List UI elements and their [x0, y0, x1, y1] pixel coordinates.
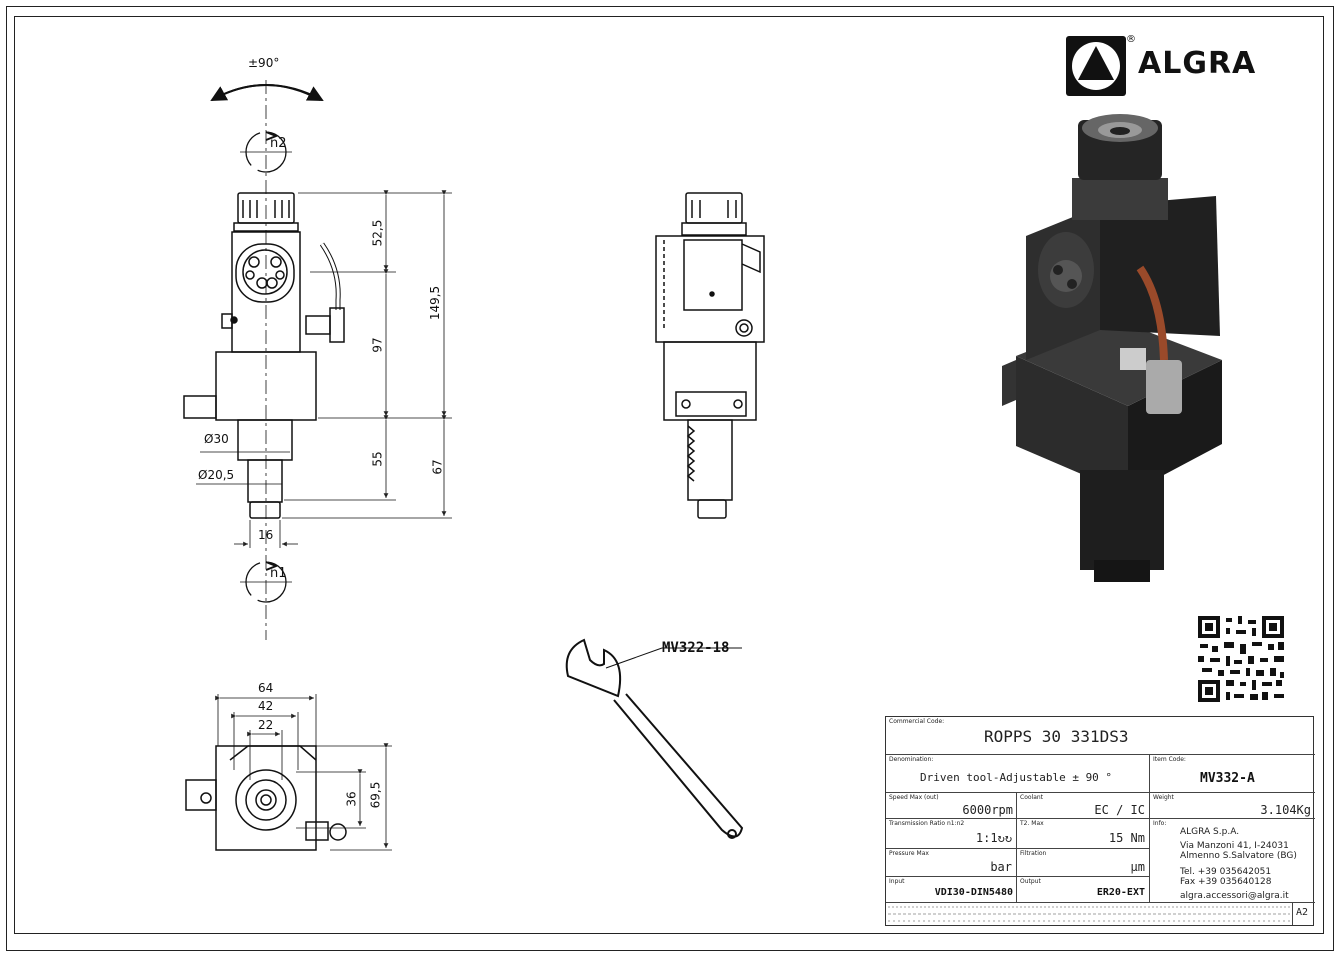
- brand-name: ALGRA: [1138, 46, 1257, 81]
- filtration-label: Filtration: [1020, 850, 1047, 857]
- dim-67: 67: [430, 459, 445, 475]
- output-label: Output: [1020, 878, 1041, 885]
- ratio-cell: Transmission Ratio n1:n2 1:1↻↻: [886, 819, 1017, 849]
- dim-69-5: 69,5: [368, 781, 383, 809]
- weight-label: Weight: [1153, 794, 1174, 801]
- wrench-label: MV322-18: [662, 640, 730, 656]
- registered-mark: ®: [1126, 34, 1136, 45]
- ratio-value: 1:1↻↻: [975, 831, 1012, 845]
- dim-55: 55: [370, 451, 385, 467]
- sheet-size-cell: A2: [1292, 903, 1315, 925]
- denomination-label: Denomination:: [889, 756, 934, 763]
- input-cell: Input VDI30-DIN5480: [886, 877, 1017, 903]
- dim-16: 16: [258, 528, 274, 542]
- torque-value: 15 Nm: [1108, 831, 1145, 845]
- dim-149-5: 149,5: [428, 285, 443, 321]
- wrench: [565, 638, 744, 839]
- dim-dia-20-5: Ø20,5: [198, 468, 235, 482]
- info-label: Info:: [1153, 820, 1167, 827]
- inner-border: [14, 16, 1324, 934]
- top-view: [185, 694, 392, 851]
- ratio-label: Transmission Ratio n1:n2: [889, 820, 965, 827]
- commercial-code-label: Commercial Code:: [889, 718, 945, 725]
- pressure-value: bar: [990, 860, 1012, 874]
- dim-36: 36: [344, 791, 359, 807]
- brand-logo: ® ALGRA: [1066, 34, 1302, 98]
- address-line-1: Via Manzoni 41, I-24031: [1180, 841, 1289, 851]
- outer-border: [6, 6, 1334, 951]
- commercial-code: ROPPS 30 331DS3: [984, 727, 1129, 746]
- item-code-label: Item Code:: [1153, 756, 1186, 763]
- sheet-size: A2: [1296, 907, 1309, 918]
- company-name: ALGRA S.p.A.: [1180, 827, 1240, 837]
- logo-triangle-icon: [1066, 36, 1126, 96]
- coolant-cell: Coolant EC / IC: [1017, 793, 1150, 819]
- n2-label: n2: [270, 136, 287, 151]
- speed-cell: Speed Max (out) 6000rpm: [886, 793, 1017, 819]
- coolant-label: Coolant: [1020, 794, 1044, 801]
- dim-97: 97: [370, 337, 385, 353]
- pressure-cell: Pressure Max bar: [886, 849, 1017, 877]
- output-value: ER20-EXT: [1096, 887, 1145, 898]
- email[interactable]: algra.accessori@algra.it: [1180, 891, 1289, 901]
- dim-52-5: 52,5: [370, 219, 385, 247]
- telephone: Tel. +39 035642051: [1180, 867, 1272, 877]
- coolant-value: EC / IC: [1094, 803, 1145, 817]
- rotation-label: ±90°: [248, 56, 280, 70]
- torque-cell: T2. Max 15 Nm: [1017, 819, 1150, 849]
- qr-code-icon: [1196, 614, 1286, 704]
- speed-label: Speed Max (out): [889, 794, 939, 801]
- front-view: [183, 80, 452, 640]
- side-view: [655, 192, 765, 519]
- dim-22: 22: [258, 718, 274, 732]
- n1-label: n1: [270, 566, 287, 581]
- dim-dia-30: Ø30: [204, 432, 229, 446]
- title-block: Commercial Code: ROPPS 30 331DS3 Denomin…: [885, 716, 1315, 926]
- weight-value: 3.104Kg: [1260, 803, 1311, 817]
- speed-value: 6000rpm: [962, 803, 1013, 817]
- filtration-cell: Filtration µm: [1017, 849, 1150, 877]
- weight-cell: Weight 3.104Kg: [1150, 793, 1315, 819]
- commercial-code-cell: Commercial Code: ROPPS 30 331DS3: [886, 717, 1315, 755]
- torque-label: T2. Max: [1020, 820, 1044, 827]
- product-render: [1002, 114, 1222, 582]
- fax: Fax +39 035640128: [1180, 877, 1272, 887]
- denomination: Driven tool-Adjustable ± 90 °: [920, 771, 1113, 784]
- dim-64: 64: [258, 681, 274, 695]
- item-code: MV332-A: [1200, 771, 1255, 786]
- dim-42: 42: [258, 699, 274, 713]
- filtration-value: µm: [1130, 860, 1145, 874]
- item-code-cell: Item Code: MV332-A: [1150, 755, 1315, 793]
- pressure-label: Pressure Max: [889, 850, 929, 857]
- input-value: VDI30-DIN5480: [934, 887, 1013, 898]
- input-label: Input: [889, 878, 905, 885]
- ruler-strip: [888, 906, 1290, 922]
- info-cell: Info: ALGRA S.p.A. Via Manzoni 41, I-240…: [1150, 819, 1315, 903]
- denomination-cell: Denomination: Driven tool-Adjustable ± 9…: [886, 755, 1150, 793]
- output-cell: Output ER20-EXT: [1017, 877, 1150, 903]
- address-line-2: Almenno S.Salvatore (BG): [1180, 851, 1297, 861]
